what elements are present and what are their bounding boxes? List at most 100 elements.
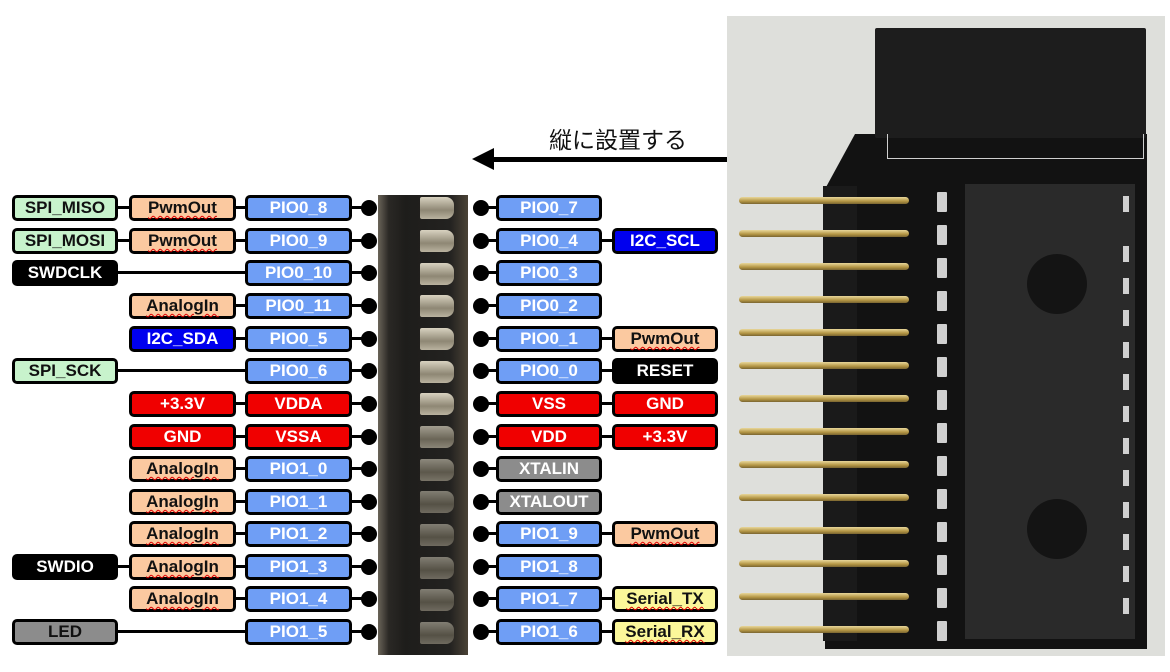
pin-label: PIO0_11 — [245, 293, 352, 319]
alt-function-label: GND — [612, 391, 718, 417]
pin-label: PIO1_7 — [496, 586, 602, 612]
chip-pad — [937, 192, 947, 212]
pin-label: PIO1_2 — [245, 521, 352, 547]
pin-dot-icon — [473, 200, 489, 216]
pin-dot-icon — [473, 363, 489, 379]
connector-line — [236, 597, 246, 600]
chip-pad-right — [1123, 246, 1129, 262]
pin-row-left: AnalogIn PIO1_1 — [0, 489, 1170, 515]
connector-line — [352, 467, 364, 470]
connector-line — [602, 532, 613, 535]
pin-label: VDD — [496, 424, 602, 450]
connector-line — [485, 304, 497, 307]
pin-dot-icon — [473, 559, 489, 575]
header-pad — [420, 589, 454, 611]
chip-pad — [937, 423, 947, 443]
alt-function-label: AnalogIn — [129, 554, 236, 580]
pin-dot-icon — [473, 494, 489, 510]
pin-row-right: VDD +3.3V — [0, 424, 1170, 450]
connector-line — [236, 337, 246, 340]
pin-row-left: I2C_SDA PIO0_5 — [0, 326, 1170, 352]
pin-dot-icon — [473, 526, 489, 542]
alt-function-label: AnalogIn — [129, 521, 236, 547]
alt-function-label: SPI_MOSI — [12, 228, 118, 254]
chip-pad-right — [1123, 406, 1129, 422]
header-pin — [739, 626, 909, 633]
connector-line — [352, 435, 364, 438]
connector-line — [236, 435, 246, 438]
pin-row-left: SPI_MISO PwmOut PIO0_8 — [0, 195, 1170, 221]
connector-line — [236, 565, 246, 568]
pin-dot-icon — [473, 396, 489, 412]
alt-function-label: I2C_SCL — [612, 228, 718, 254]
header-pad — [420, 230, 454, 252]
pin-row-right: PIO0_0 RESET — [0, 358, 1170, 384]
pin-dot-icon — [361, 363, 377, 379]
connector-line — [485, 630, 497, 633]
pin-row-left: SWDCLK PIO0_10 — [0, 260, 1170, 286]
connector-line — [236, 402, 246, 405]
pin-dot-icon — [361, 331, 377, 347]
pin-label: PIO0_2 — [496, 293, 602, 319]
chip-pad-right — [1123, 502, 1129, 518]
pin-row-right: VSS GND — [0, 391, 1170, 417]
pin-row-left: GND VSSA — [0, 424, 1170, 450]
alt-function-label: AnalogIn — [129, 586, 236, 612]
header-pad — [420, 361, 454, 383]
alt-function-label: PwmOut — [129, 195, 236, 221]
pin-row-right: XTALOUT — [0, 489, 1170, 515]
pin-label: PIO1_0 — [245, 456, 352, 482]
orientation-arrow-line — [490, 157, 828, 162]
header-pin — [739, 494, 909, 501]
connector-line — [352, 532, 364, 535]
pin-dot-icon — [361, 559, 377, 575]
alt-function-label: GND — [129, 424, 236, 450]
pin-row-right: PIO1_9 PwmOut — [0, 521, 1170, 547]
connector-line — [352, 402, 364, 405]
header-pin — [739, 527, 909, 534]
connector-line — [602, 630, 613, 633]
pin-label: PIO1_9 — [496, 521, 602, 547]
connector-line — [602, 402, 613, 405]
pin-dot-icon — [361, 265, 377, 281]
pin-dot-icon — [473, 429, 489, 445]
pin-label: PIO1_5 — [245, 619, 352, 645]
pin-label: PIO1_3 — [245, 554, 352, 580]
header-pad — [420, 622, 454, 644]
pin-label: PIO1_1 — [245, 489, 352, 515]
chip-pad — [937, 621, 947, 641]
connector-line — [352, 597, 364, 600]
pin-dot-icon — [361, 298, 377, 314]
pin-label: PIO0_6 — [245, 358, 352, 384]
header-pad — [420, 295, 454, 317]
alt-function-label: SWDIO — [12, 554, 118, 580]
connector-line — [236, 532, 246, 535]
connector-line — [352, 206, 364, 209]
connector-line — [485, 369, 497, 372]
pin-dot-icon — [361, 526, 377, 542]
connector-line — [602, 369, 613, 372]
chip-mold-hole — [1027, 499, 1087, 559]
header-pad — [420, 524, 454, 546]
pin-label: PIO0_10 — [245, 260, 352, 286]
connector-line — [118, 206, 130, 209]
chip-pad — [937, 522, 947, 542]
chip-pad-right — [1123, 278, 1129, 294]
pin-row-right: PIO1_8 — [0, 554, 1170, 580]
connector-line — [236, 500, 246, 503]
connector-line — [236, 239, 246, 242]
connector-line — [485, 206, 497, 209]
board-photo — [727, 16, 1165, 656]
pin-dot-icon — [473, 331, 489, 347]
connector-line — [485, 435, 497, 438]
header-pin — [739, 263, 909, 270]
pin-label: VDDA — [245, 391, 352, 417]
pin-dot-icon — [361, 233, 377, 249]
connector-line — [352, 369, 364, 372]
alt-function-label: Serial_TX — [612, 586, 718, 612]
connector-line — [118, 369, 246, 372]
header-pin — [739, 197, 909, 204]
connector-line — [236, 467, 246, 470]
pin-label: PIO0_5 — [245, 326, 352, 352]
chip-pad-right — [1123, 374, 1129, 390]
